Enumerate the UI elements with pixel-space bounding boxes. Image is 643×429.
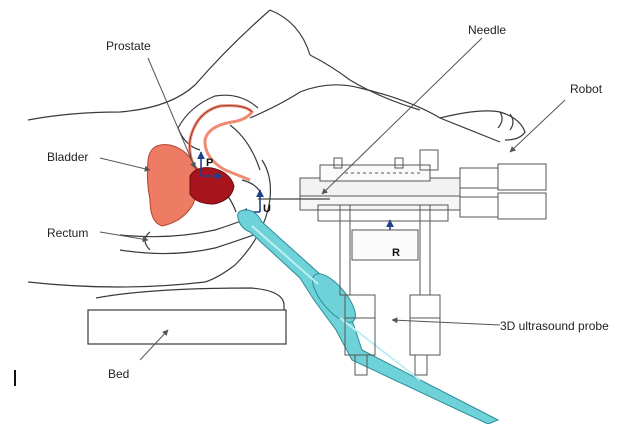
prostate-shape (190, 168, 234, 204)
r-axis-label: R (392, 247, 400, 259)
probe-leader (392, 320, 500, 325)
prostate-label: Prostate (106, 39, 151, 53)
bladder-leader (100, 158, 150, 170)
robot-label: Robot (570, 82, 602, 96)
robot-leader (510, 100, 565, 152)
bladder-label: Bladder (47, 150, 88, 164)
u-axis-label: U (263, 203, 271, 215)
bed-label: Bed (108, 367, 129, 381)
rectum-label: Rectum (47, 226, 88, 240)
p-axis-label: P (206, 157, 213, 169)
u-axis-arrows (240, 190, 260, 212)
bed (88, 288, 286, 344)
needle-label: Needle (468, 23, 506, 37)
text-cursor-mark (14, 370, 16, 386)
probe-label: 3D ultrasound probe (500, 319, 609, 333)
bed-leader (140, 330, 168, 360)
